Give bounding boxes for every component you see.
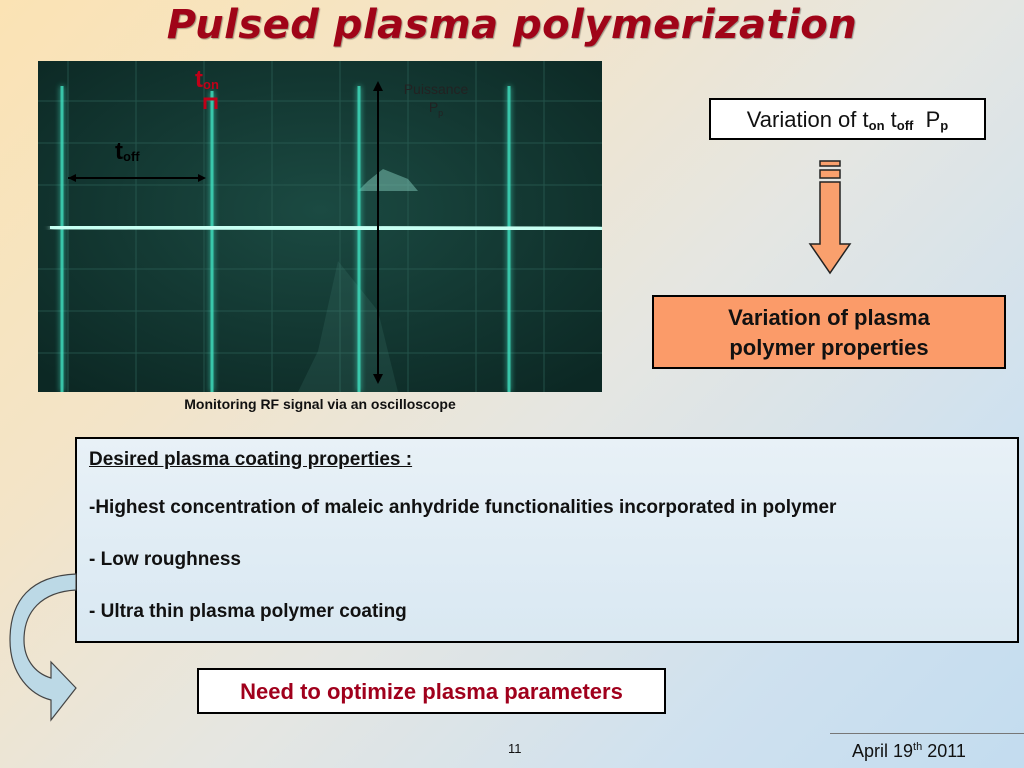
- list-item: -Highest concentration of maleic anhydri…: [89, 497, 837, 518]
- optimize-box: Need to optimize plasma parameters: [197, 668, 666, 714]
- t-off-label: toff: [115, 138, 140, 165]
- oscilloscope-image: [38, 61, 602, 392]
- t-on-label: ton: [195, 66, 219, 93]
- footer-divider: [830, 733, 1024, 734]
- oscilloscope-caption: Monitoring RF signal via an oscilloscope: [184, 396, 456, 412]
- curved-arrow-icon: [9, 573, 77, 722]
- page-number: 11: [508, 741, 522, 756]
- variation-box: Variation of ton toff Pp: [709, 98, 986, 140]
- power-label: Puissance Pp: [403, 81, 469, 118]
- desired-heading: Desired plasma coating properties :: [89, 449, 413, 470]
- desired-properties-box: Desired plasma coating properties : -Hig…: [75, 437, 1019, 643]
- polymer-properties-box: Variation of plasma polymer properties: [652, 295, 1006, 369]
- list-item: - Ultra thin plasma polymer coating: [89, 601, 407, 622]
- down-arrow-icon: [808, 160, 852, 275]
- slide-title: Pulsed plasma polymerization: [166, 2, 858, 48]
- slide-date: April 19th 2011: [852, 741, 966, 761]
- list-item: - Low roughness: [89, 549, 241, 570]
